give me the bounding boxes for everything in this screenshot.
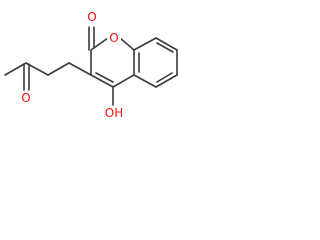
bond-benzene-6 bbox=[133, 37, 157, 51]
bond-c3-c4 bbox=[90, 74, 114, 88]
bond-c4-c4a bbox=[112, 74, 135, 88]
bond-benzene-double-2 bbox=[156, 72, 173, 83]
bond-chain-1 bbox=[68, 62, 92, 76]
chemical-structure-diagram: O O O OH bbox=[4, 10, 178, 120]
hydroxyl-label: OH bbox=[105, 106, 123, 120]
bond-c8a-o1 bbox=[119, 37, 135, 51]
carbonyl-oxygen-label: O bbox=[87, 10, 96, 24]
bond-benzene-3 bbox=[155, 74, 178, 88]
bond-chain-4 bbox=[4, 62, 27, 76]
bond-chain-2 bbox=[47, 62, 70, 76]
bond-benzene-4 bbox=[133, 74, 157, 88]
bond-benzene-1 bbox=[155, 37, 178, 51]
bond-benzene-double-1 bbox=[156, 42, 174, 53]
ketone-oxygen-label: O bbox=[21, 91, 30, 105]
ring-oxygen-label: O bbox=[109, 31, 118, 45]
bond-c3-c4-double bbox=[95, 72, 114, 83]
